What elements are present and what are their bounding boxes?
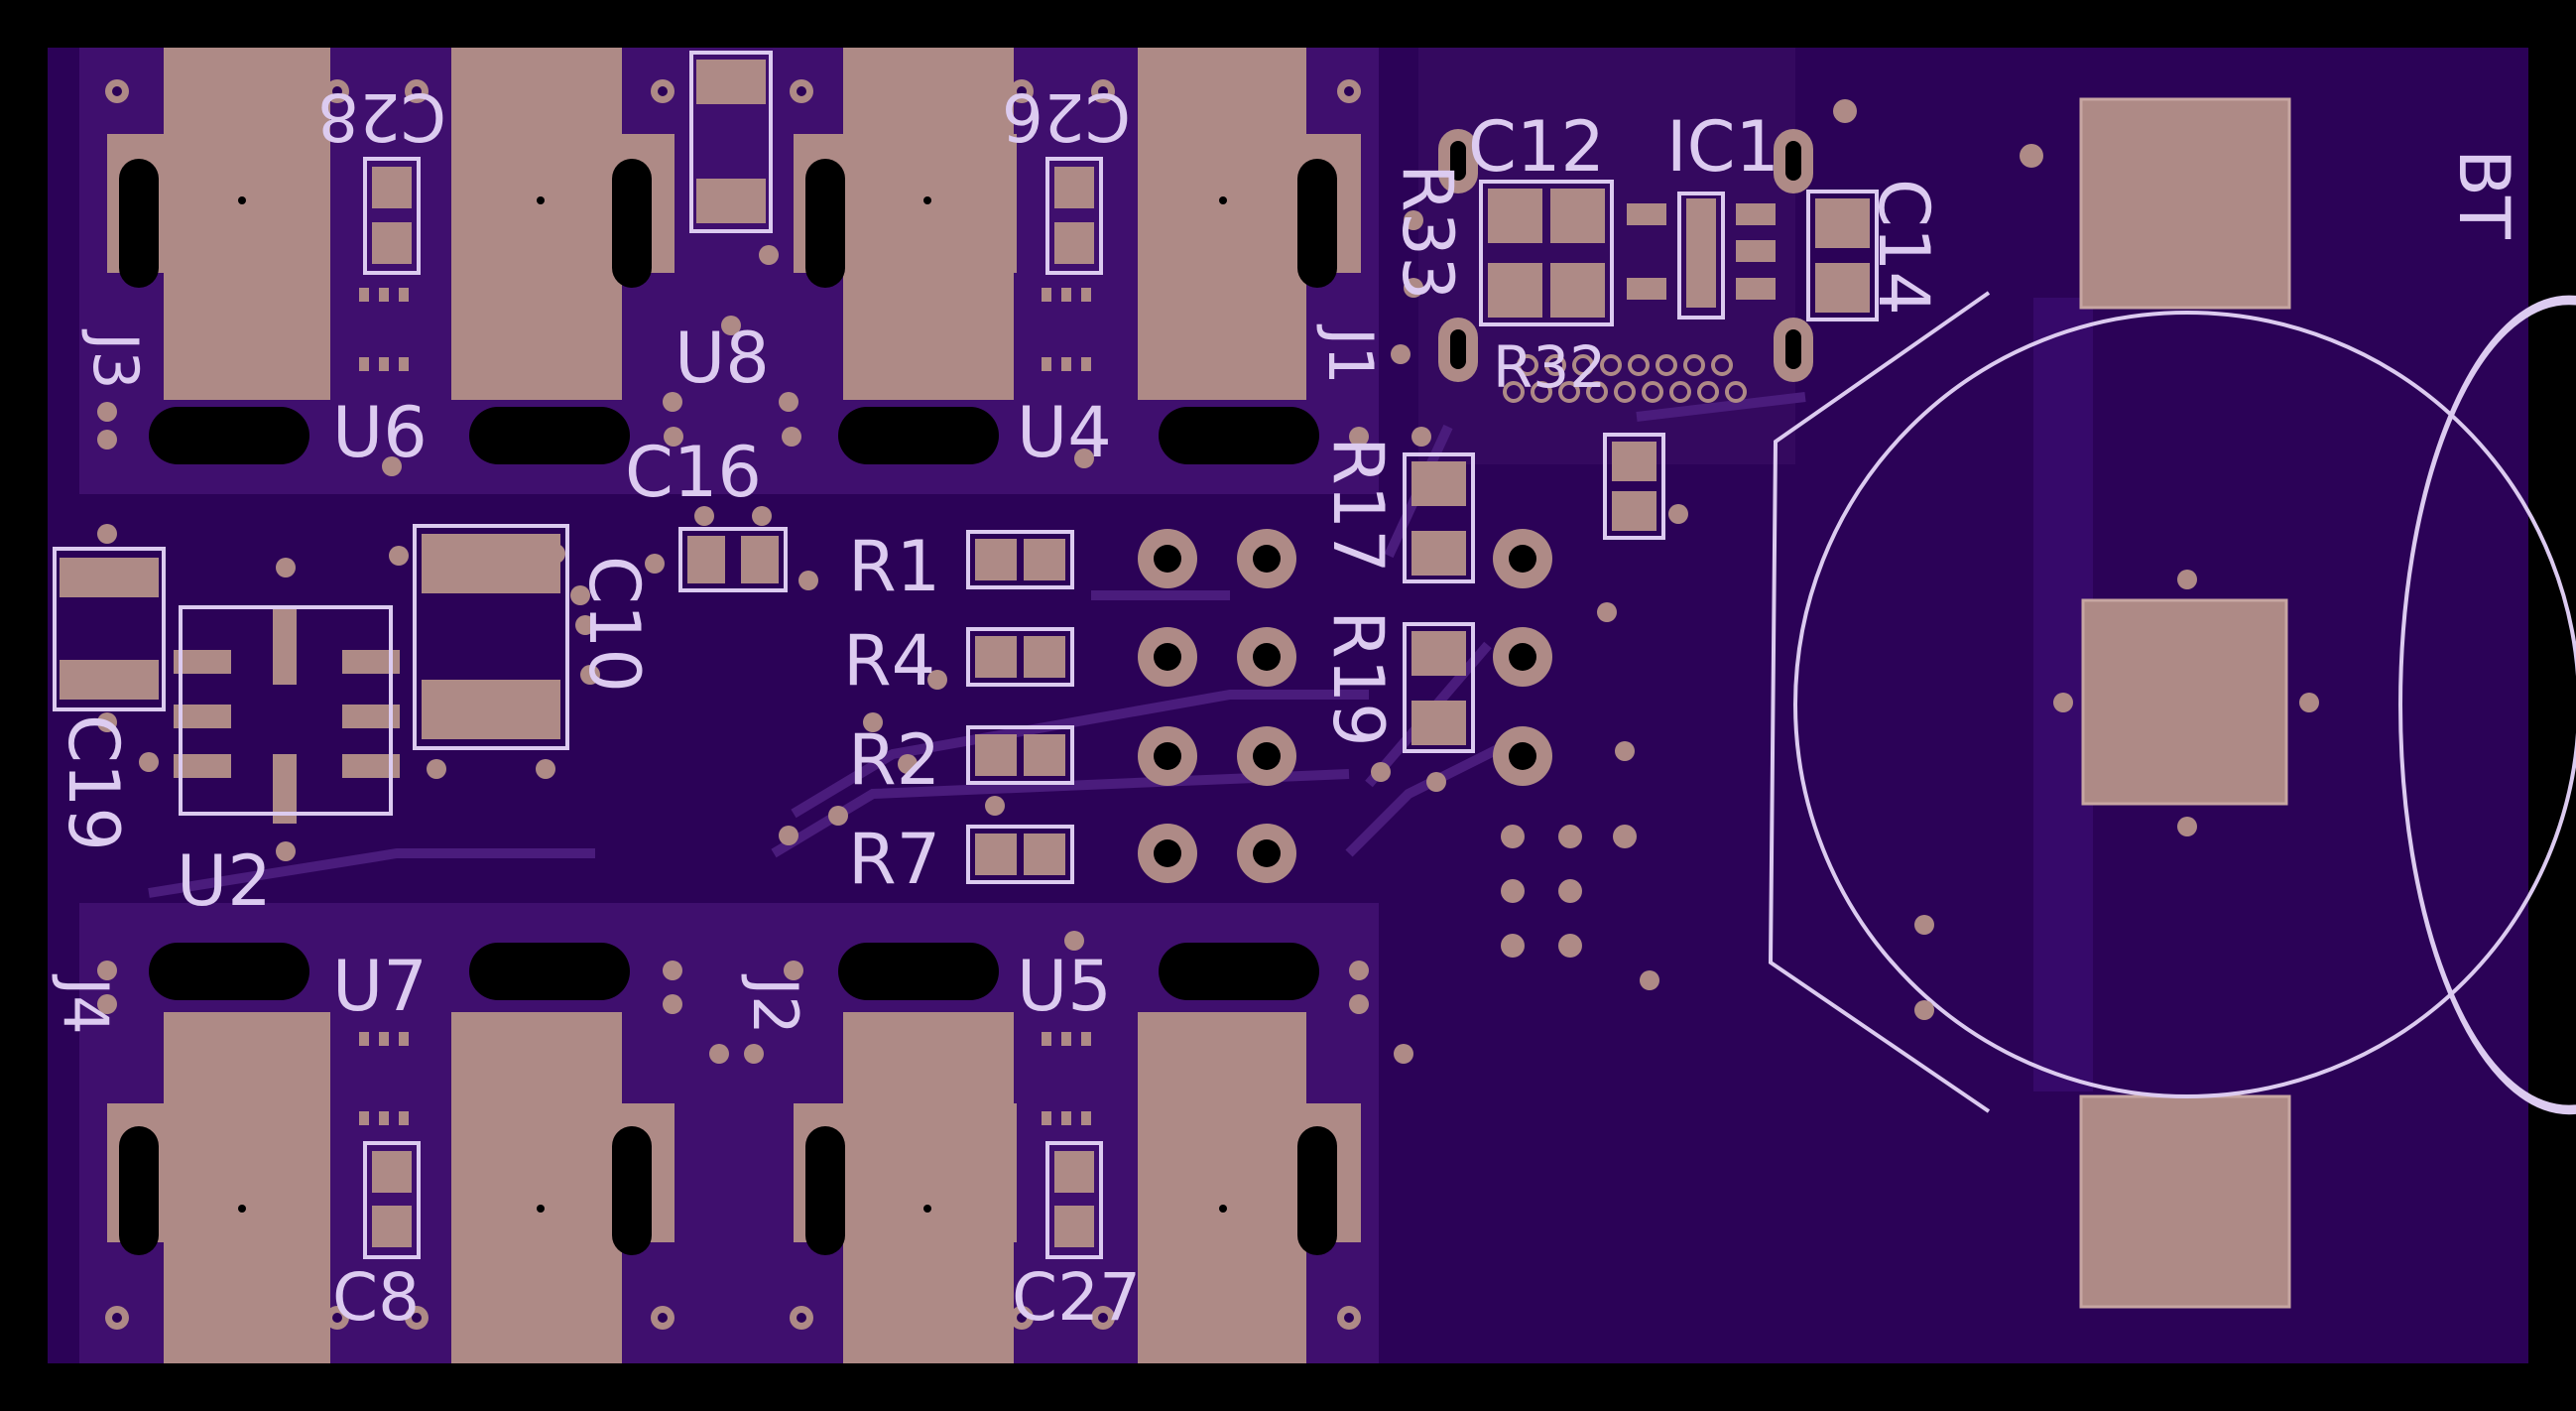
label-j1: J1 [1314, 323, 1387, 385]
label-j2: J2 [739, 973, 811, 1035]
label-u2: U2 [177, 840, 272, 922]
label-j4: J4 [50, 973, 122, 1035]
vias [97, 79, 2319, 1330]
label-r4: R4 [843, 620, 935, 702]
label-c27: C27 [1012, 1259, 1141, 1336]
connector-j4 [107, 943, 330, 1363]
connector-j3-right [451, 48, 675, 464]
label-r32: R32 [1493, 333, 1606, 401]
battery-holder [1768, 97, 2576, 1309]
header-drills [1154, 545, 1536, 867]
via-drills [112, 86, 1354, 1323]
label-c16: C16 [625, 432, 762, 513]
label-c19: C19 [53, 714, 134, 851]
label-bt: BT [2443, 149, 2524, 239]
label-c26: C26 [1002, 78, 1131, 155]
label-u8: U8 [675, 318, 770, 399]
connector-j4-right [451, 943, 675, 1363]
connector-j3 [107, 48, 330, 464]
label-ic1: IC1 [1666, 106, 1779, 188]
connector-j1-right [1138, 48, 1361, 464]
label-j3: J3 [79, 328, 152, 390]
r32-pin-row [1503, 354, 1747, 403]
label-u5: U5 [1017, 946, 1112, 1027]
connector-j2 [794, 943, 1017, 1363]
label-c8: C8 [332, 1259, 420, 1336]
traces [148, 392, 1806, 898]
label-u7: U7 [332, 946, 428, 1027]
label-r1: R1 [848, 526, 940, 607]
label-c10: C10 [573, 556, 655, 693]
label-u4: U4 [1017, 392, 1112, 473]
oval-drills [1450, 141, 1801, 369]
label-r2: R2 [848, 719, 940, 801]
label-r17: R17 [1317, 437, 1399, 574]
connector-j1 [794, 48, 1017, 464]
label-r7: R7 [848, 819, 940, 900]
label-r19: R19 [1317, 610, 1399, 747]
label-c14: C14 [1863, 179, 1944, 316]
label-c12: C12 [1468, 106, 1605, 188]
connector-j2-right [1138, 943, 1361, 1363]
label-r33: R33 [1387, 164, 1468, 301]
silkscreen-outlines [53, 51, 1879, 1259]
label-u6: U6 [332, 392, 428, 473]
smd-parts [60, 60, 1870, 1247]
label-c28: C28 [317, 78, 446, 155]
